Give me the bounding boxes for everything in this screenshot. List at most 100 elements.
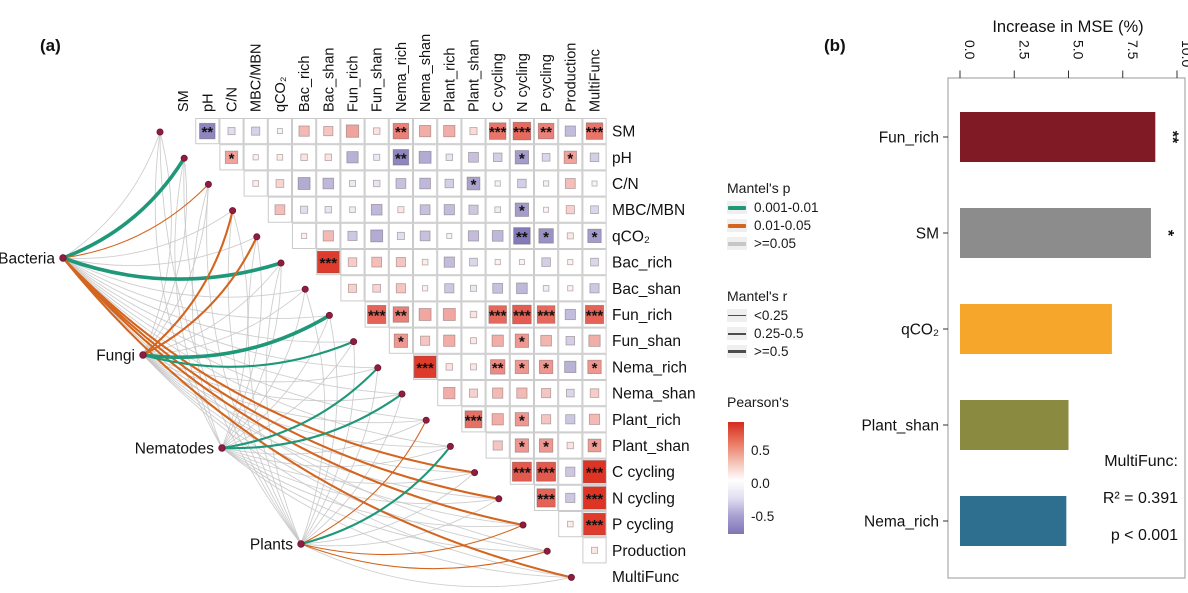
pearson-square xyxy=(418,150,432,164)
bar-label: SM xyxy=(916,226,939,243)
pearson-square xyxy=(491,413,504,426)
variable-node xyxy=(229,207,237,215)
mantel-link-gray xyxy=(183,157,302,545)
mantel-link-gray xyxy=(300,288,326,545)
pearson-square xyxy=(494,259,501,266)
row-label: Fun_shan xyxy=(612,333,681,350)
significance-stars: * xyxy=(519,150,525,167)
significance-stars: * xyxy=(543,229,549,246)
column-header: Production xyxy=(563,43,579,112)
pearson-square xyxy=(397,206,405,214)
variable-node xyxy=(204,180,212,188)
pearson-square xyxy=(297,177,311,190)
pearson-square xyxy=(316,250,340,274)
pearson-square xyxy=(300,153,308,161)
pearson-square xyxy=(373,179,381,188)
mantel-link xyxy=(300,524,524,556)
group-node xyxy=(218,444,226,452)
pearson-square xyxy=(516,387,528,399)
pearson-tick-05: 0.5 xyxy=(751,443,770,458)
group-label: Fungi xyxy=(96,348,135,365)
pearson-square xyxy=(445,153,453,161)
pearson-square xyxy=(393,333,409,348)
pearson-square xyxy=(323,126,334,137)
mantel-link xyxy=(61,156,186,260)
mantel-link-gray xyxy=(221,447,548,552)
mantel-link xyxy=(61,256,500,500)
pearson-square xyxy=(392,306,410,323)
bar-label: Nema_rich xyxy=(864,514,939,531)
group-node xyxy=(59,254,67,262)
pearson-square xyxy=(538,228,554,244)
pearson-square xyxy=(591,546,598,554)
pearson-square xyxy=(565,205,575,215)
row-label: Plant_shan xyxy=(612,438,690,455)
row-label: Nema_shan xyxy=(612,386,696,403)
column-header: Plant_rich xyxy=(442,48,458,112)
row-label: MultiFunc xyxy=(612,569,679,586)
axis-tick-label: 10.0 xyxy=(1179,40,1188,67)
pearson-square xyxy=(443,387,456,400)
pearson-square xyxy=(492,152,503,163)
mantel-link-gray xyxy=(142,354,427,424)
column-header: Fun_rich xyxy=(346,56,362,112)
pearson-square xyxy=(392,149,410,166)
mantel-link-gray xyxy=(191,183,223,449)
significance-stars: *** xyxy=(586,124,604,141)
variable-node xyxy=(374,364,382,372)
mantel-link-gray xyxy=(62,257,548,552)
pearson-square xyxy=(413,355,437,379)
legend-pearson: Pearson's 0.5 0.0 -0.5 xyxy=(727,394,797,540)
variable-node xyxy=(156,128,164,136)
pearson-square xyxy=(490,359,506,375)
significance-stars: * xyxy=(519,360,525,377)
row-label: qCO₂ xyxy=(612,228,650,245)
variable-node xyxy=(253,233,261,241)
mantel-link-gray xyxy=(142,354,548,552)
pearson-square xyxy=(514,438,530,453)
variable-node xyxy=(350,338,358,346)
significance-stars: * xyxy=(398,334,404,351)
pearson-square xyxy=(491,230,504,242)
pearson-square xyxy=(582,486,607,510)
mantel-link-gray xyxy=(62,236,258,267)
pearson-square xyxy=(494,180,501,187)
significance-stars: *** xyxy=(586,517,604,534)
significance-stars: * xyxy=(471,177,477,194)
significance-stars: * xyxy=(592,439,598,456)
correlation-matrix: ****************************************… xyxy=(195,118,607,564)
pearson-square xyxy=(516,282,528,295)
pearson-square xyxy=(395,257,406,268)
pearson-square xyxy=(298,125,310,137)
mantel-link xyxy=(300,419,427,545)
pearson-square xyxy=(488,122,507,140)
pearson-square xyxy=(468,204,479,215)
pearson-square xyxy=(252,180,259,187)
mantel-link-gray xyxy=(142,354,500,500)
mantel-link-gray xyxy=(265,262,302,545)
column-header: Plant_shan xyxy=(467,39,483,112)
pearson-square xyxy=(587,438,602,453)
mantel-link-gray xyxy=(142,157,188,356)
legend-label: >=0.05 xyxy=(754,236,797,251)
significance-stars: * xyxy=(592,360,598,377)
pearson-square xyxy=(542,285,550,292)
annotation-r2: R² = 0.391 xyxy=(1103,490,1178,507)
pearson-square xyxy=(466,176,481,191)
significance-stars: *** xyxy=(537,308,555,325)
legend-item: 0.25-0.5 xyxy=(727,326,804,341)
pearson-square xyxy=(566,441,574,450)
annotation-pvalue: p < 0.001 xyxy=(1111,527,1178,544)
pearson-square xyxy=(419,125,432,138)
pearson-square xyxy=(589,283,600,294)
significance-stars: *** xyxy=(513,308,531,325)
variable-node xyxy=(567,573,575,581)
column-header: qCO₂ xyxy=(273,77,289,112)
pearson-square xyxy=(275,179,285,188)
pearson-square xyxy=(540,334,552,347)
significance-stars: *** xyxy=(489,124,507,141)
significance-stars: *** xyxy=(586,465,604,482)
axis-tick-label: 0.0 xyxy=(962,40,978,60)
mantel-link-gray xyxy=(300,314,338,545)
